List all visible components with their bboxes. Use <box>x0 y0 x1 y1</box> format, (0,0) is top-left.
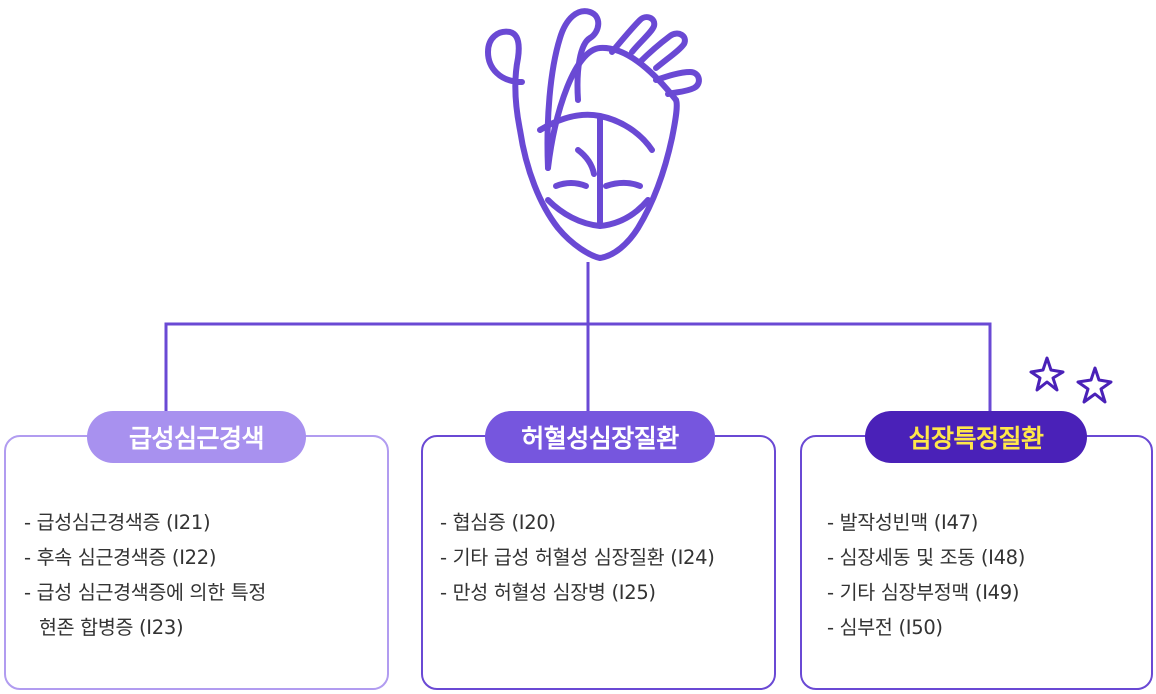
category-list-specific: 발작성빈맥 (I47) 심장세동 및 조동 (I48) 기타 심장부정맥 (I4… <box>827 505 1137 645</box>
list-item: 기타 심장부정맥 (I49) <box>827 575 1137 610</box>
list-item: 급성심근경색증 (I21) <box>24 505 344 540</box>
list-item: 급성 심근경색증에 의한 특정 현존 합병증 (I23) <box>24 575 289 645</box>
category-title-ischemic: 허혈성심장질환 <box>485 411 715 463</box>
category-title-acute-mi: 급성심근경색 <box>87 411 306 463</box>
heart-icon <box>485 8 702 261</box>
list-item: 기타 급성 허혈성 심장질환 (I24) <box>440 540 770 575</box>
sparkle-stars-icon <box>1029 356 1113 404</box>
list-item: 심부전 (I50) <box>827 610 1137 645</box>
list-item: 만성 허혈성 심장병 (I25) <box>440 575 770 610</box>
category-title-specific: 심장특정질환 <box>865 411 1087 463</box>
category-list-ischemic: 협심증 (I20) 기타 급성 허혈성 심장질환 (I24) 만성 허혈성 심장… <box>440 505 770 610</box>
list-item: 후속 심근경색증 (I22) <box>24 540 344 575</box>
list-item: 심장세동 및 조동 (I48) <box>827 540 1137 575</box>
list-item: 발작성빈맥 (I47) <box>827 505 1137 540</box>
category-list-acute-mi: 급성심근경색증 (I21) 후속 심근경색증 (I22) 급성 심근경색증에 의… <box>24 505 344 645</box>
list-item: 협심증 (I20) <box>440 505 770 540</box>
